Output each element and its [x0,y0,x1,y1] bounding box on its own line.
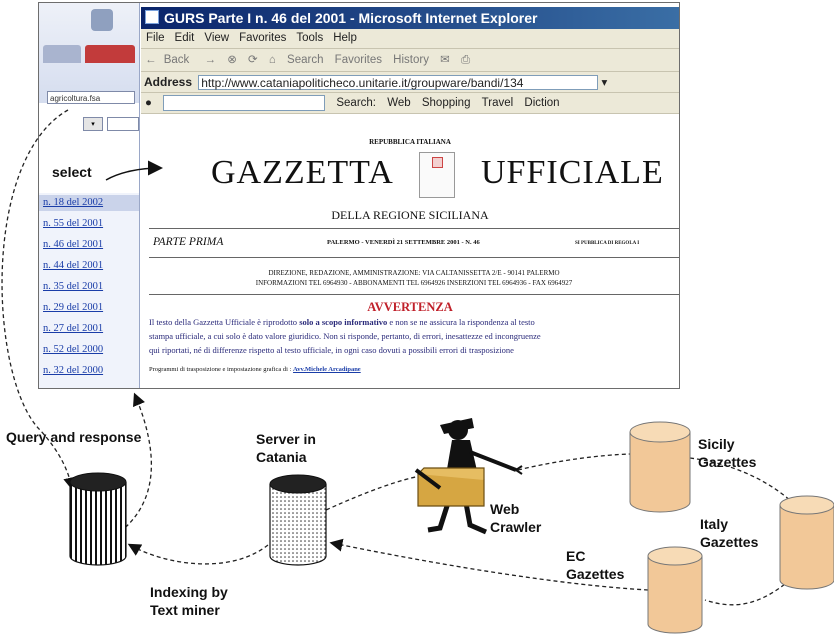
web-crawler-figure-icon [414,418,523,535]
italy-to-ec [704,579,791,606]
menu-view[interactable]: View [204,32,230,44]
sicily-to-italy [689,457,796,506]
filter-select[interactable]: ▾ [83,117,103,131]
ec-to-server-arrow [329,538,649,591]
sicily-label: Sicily Gazettes [698,436,757,470]
region-heading: DELLA REGIONE SICILIANA [331,208,489,222]
ie-icon [145,10,159,24]
forward-icon[interactable]: → [204,54,216,66]
publication-note: SI PUBBLICA DI REGOLA I [575,241,640,246]
sicily-gazettes-database-icon [629,421,691,513]
menu-bar: File Edit View Favorites Tools Help [141,29,679,49]
divider [149,294,679,295]
home-icon[interactable]: ⌂ [268,54,276,66]
print-icon[interactable]: ⎙ [461,54,471,66]
standard-toolbar: ← Back → ⊗ ⟳ ⌂ Search Favorites History … [141,49,679,72]
coat-of-arms-icon [419,152,455,198]
server-label: Server in Catania [256,431,316,465]
gazette-link[interactable]: n. 44 del 2001 [43,260,104,271]
index-arrow [127,543,269,565]
footer-credit: Programmi di trasposizione e impostazion… [149,366,361,373]
direction-line: DIREZIONE, REDAZIONE, AMMINISTRAZIONE: V… [268,269,560,277]
select-label: select [52,164,92,180]
shopping-button[interactable]: Shopping [421,97,471,109]
server-database-icon [269,474,327,566]
toolbar-search-input[interactable] [163,94,326,111]
toolbar-logo-icon: ● [145,97,152,109]
divider [149,257,679,258]
search-button[interactable]: Search [287,54,324,66]
ec-gazettes-database-icon [647,546,703,634]
gazette-link[interactable]: n. 55 del 2001 [43,218,104,229]
author-link[interactable]: Avv.Michele Arcadipane [293,366,361,373]
warning-line-1: Il testo della Gazzetta Ufficiale è ripr… [149,317,535,327]
title-ufficiale: UFFICIALE [481,154,664,191]
mail-icon[interactable]: ✉ [440,54,450,66]
favorites-button[interactable]: Favorites [334,54,382,66]
warning-line-3: qui riportati, né di differenze rispetto… [149,345,514,355]
web-search-button[interactable]: Web [387,97,411,109]
gazette-link[interactable]: n. 52 del 2000 [43,344,104,355]
back-button[interactable]: ← Back [145,54,190,66]
gazette-link[interactable]: n. 18 del 2002 [43,197,104,208]
toolbar-search-button[interactable]: Search: [336,97,376,109]
browser-window: GURS Parte I n. 46 del 2001 - Microsoft … [141,7,679,388]
gazette-link[interactable]: n. 27 del 2001 [43,323,104,334]
warning-line-2: stampa ufficiale, a cui solo è dato valo… [149,331,541,341]
refresh-icon[interactable]: ⟳ [248,54,258,66]
address-input[interactable]: http://www.cataniapoliticheco.unitarie.i… [198,75,599,91]
portal-screenshot: agricoltura.fsa ▾ n. 18 del 2002 n. 55 d… [38,2,680,389]
ec-label: EC Gazettes [566,548,625,582]
search-toolbar: ● Search: Web Shopping Travel Diction [141,93,679,114]
crawl-to-sicily [517,453,631,471]
divider [149,228,679,229]
query-database-icon [69,472,127,566]
crawler-label: Web Crawler [490,501,542,535]
title-gazzetta: GAZZETTA [211,154,394,191]
window-title-bar: GURS Parte I n. 46 del 2001 - Microsoft … [141,7,679,29]
crawl-from-server [325,475,421,511]
dictionary-button[interactable]: Diction [524,97,560,109]
warning-title: AVVERTENZA [367,300,453,314]
history-button[interactable]: History [393,54,429,66]
travel-button[interactable]: Travel [481,97,514,109]
query-response-label: Query and response [6,429,142,445]
menu-favorites[interactable]: Favorites [239,32,287,44]
part-label: PARTE PRIMA [153,236,224,248]
gazette-link[interactable]: n. 46 del 2001 [43,239,104,250]
menu-tools[interactable]: Tools [296,32,324,44]
gazette-list [39,193,139,388]
select-arrow [105,160,163,181]
gazette-link[interactable]: n. 29 del 2001 [43,302,104,313]
query-arrow [1,109,77,491]
dateline: PALERMO - VENERDÌ 21 SETTEMBRE 2001 - N.… [327,239,480,246]
portal-logo-icon [91,9,113,31]
gazette-document: REPUBBLICA ITALIANA GAZZETTA UFFICIALE D… [141,114,679,388]
portal-tab-2[interactable] [85,45,135,63]
search-input[interactable]: agricoltura.fsa [47,91,135,104]
address-dropdown-icon[interactable]: ▾ [601,77,608,89]
portal-tab-1[interactable] [43,45,81,63]
address-label: Address [144,75,193,89]
italy-gazettes-database-icon [779,495,834,590]
menu-help[interactable]: Help [333,32,357,44]
republic-heading: REPUBBLICA ITALIANA [369,138,451,146]
italy-label: Italy Gazettes [700,516,759,550]
gazette-link[interactable]: n. 35 del 2001 [43,281,104,292]
portal-sidebar: agricoltura.fsa ▾ n. 18 del 2002 n. 55 d… [39,3,140,388]
window-title: GURS Parte I n. 46 del 2001 - Microsoft … [164,10,538,26]
filter-field[interactable] [107,117,139,131]
info-line: INFORMAZIONI TEL 6964930 - ABBONAMENTI T… [255,279,573,287]
indexing-label: Indexing by Text miner [150,584,228,618]
address-bar: Address http://www.cataniapoliticheco.un… [141,72,679,93]
menu-file[interactable]: File [146,32,165,44]
gazette-link[interactable]: n. 32 del 2000 [43,365,104,376]
selected-row-highlight [39,195,139,211]
response-arrow [119,392,153,533]
menu-edit[interactable]: Edit [174,32,195,44]
stop-icon[interactable]: ⊗ [227,54,237,66]
